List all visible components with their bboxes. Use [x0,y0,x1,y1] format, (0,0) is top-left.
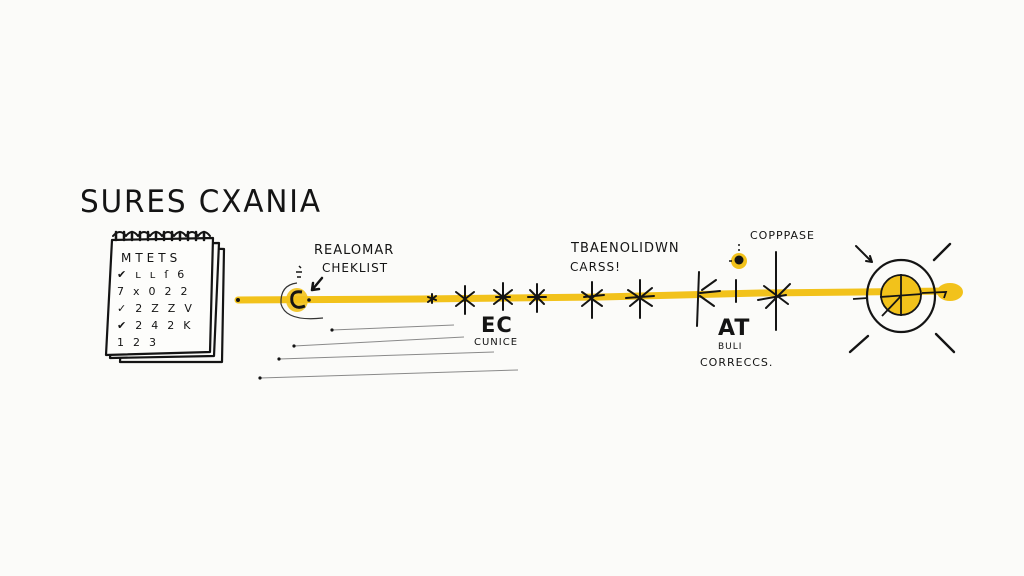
calendar-icon [104,230,226,364]
lower-label-line2: CORRECCS. [700,356,774,369]
timeline-bar [234,283,963,304]
lower-label-line1: BULI [718,342,743,352]
calendar-row: 123 [117,336,207,353]
calendar-cell: K [183,319,200,332]
calendar-cell: 0 [148,285,165,298]
start-label-line1: REALOMAR [314,243,395,258]
start-marker-icon [280,265,324,320]
calendar-cell: 7 [117,285,133,298]
calendar-cell: 2 [135,319,152,332]
calendar-cell: 2 [133,336,149,349]
leader-dots [258,328,334,380]
calendar-cell: ✓ [117,302,136,315]
coin-dot-icon [729,244,747,269]
dot-label: COPPPASE [750,229,815,242]
goal-target-icon [848,242,956,354]
calendar-cell: 6 [177,268,194,281]
calendar-cell: V [184,302,201,315]
calendar-row: ✔ʟʟſ6 [117,268,207,285]
calendar-cell: ʟ [135,268,150,281]
calendar-cell: 4 [151,319,168,332]
timeline-markers [427,251,791,331]
upper-label-line2: CARSS! [570,260,621,274]
pointer-arrow-icon [310,276,324,292]
mid-label-big: EC [481,313,513,337]
upper-label-line1: TBAENOLIDWN [571,241,680,256]
calendar-cell: 2 [135,302,152,315]
sketch-title: SURES CXANIA [80,184,322,220]
calendar-cell: ✔ [117,319,136,332]
calendar-cell: 1 [117,336,133,349]
calendar-grid: ✔ʟʟſ6 7x022 ✓2ZZV ✔242K 123 [117,268,207,353]
calendar-cell: 2 [167,319,184,332]
calendar-row: ✔242K [117,319,207,336]
calendar-cell: 3 [149,336,165,349]
calendar-cell: x [133,285,149,298]
calendar-cell: ſ [164,268,178,281]
calendar-cell: ✔ [117,268,136,281]
calendar-row: ✓2ZZV [117,302,207,319]
calendar-cell: 2 [180,285,197,298]
start-label-line2: CHEKLIST [322,261,389,275]
calendar-cell: ʟ [149,268,165,281]
calendar-row: 7x022 [117,285,207,302]
calendar-cell: Z [167,302,185,315]
calendar-cell: Z [151,302,168,315]
leader-lines [259,324,519,379]
lower-label-big: AT [718,316,751,341]
calendar-cell: 2 [164,285,181,298]
calendar-header: MTETS [121,251,182,265]
mid-label-small: CUNICE [474,337,519,348]
